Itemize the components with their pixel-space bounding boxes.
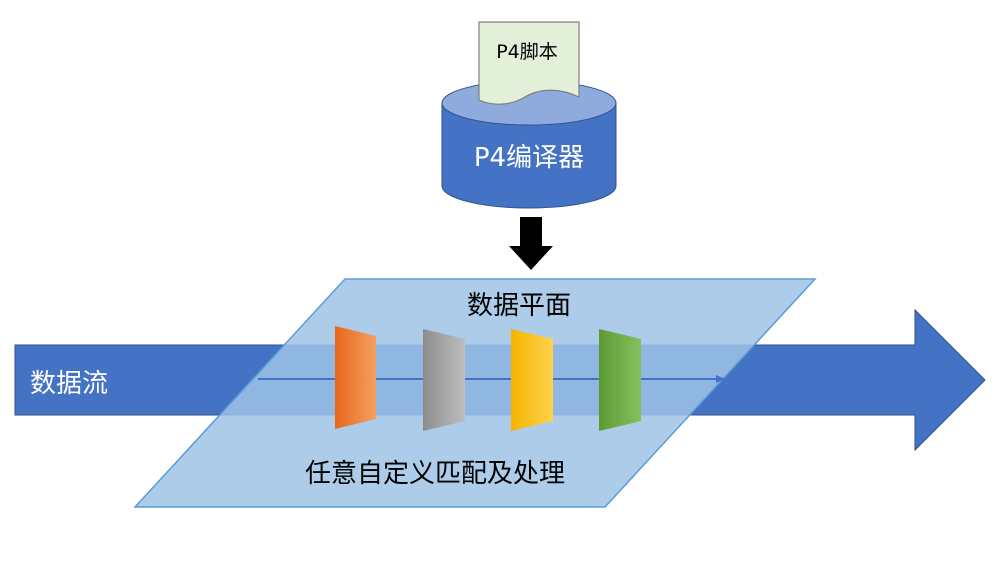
data-flow-label: 数据流 [30,369,108,399]
p4-script-document [478,21,580,105]
compile-down-arrow-icon [509,217,553,270]
stage-2 [423,329,465,431]
p4-script-label: P4脚本 [496,41,558,63]
compiler-cylinder-body [441,102,617,209]
processing-label: 任意自定义匹配及处理 [305,459,565,489]
data-plane [133,278,817,508]
stage-1 [335,326,376,429]
stage-4 [599,329,641,431]
p4-compiler-label: P4编译器 [474,143,584,173]
stage-3 [511,329,553,431]
data-plane-label: 数据平面 [467,291,571,321]
